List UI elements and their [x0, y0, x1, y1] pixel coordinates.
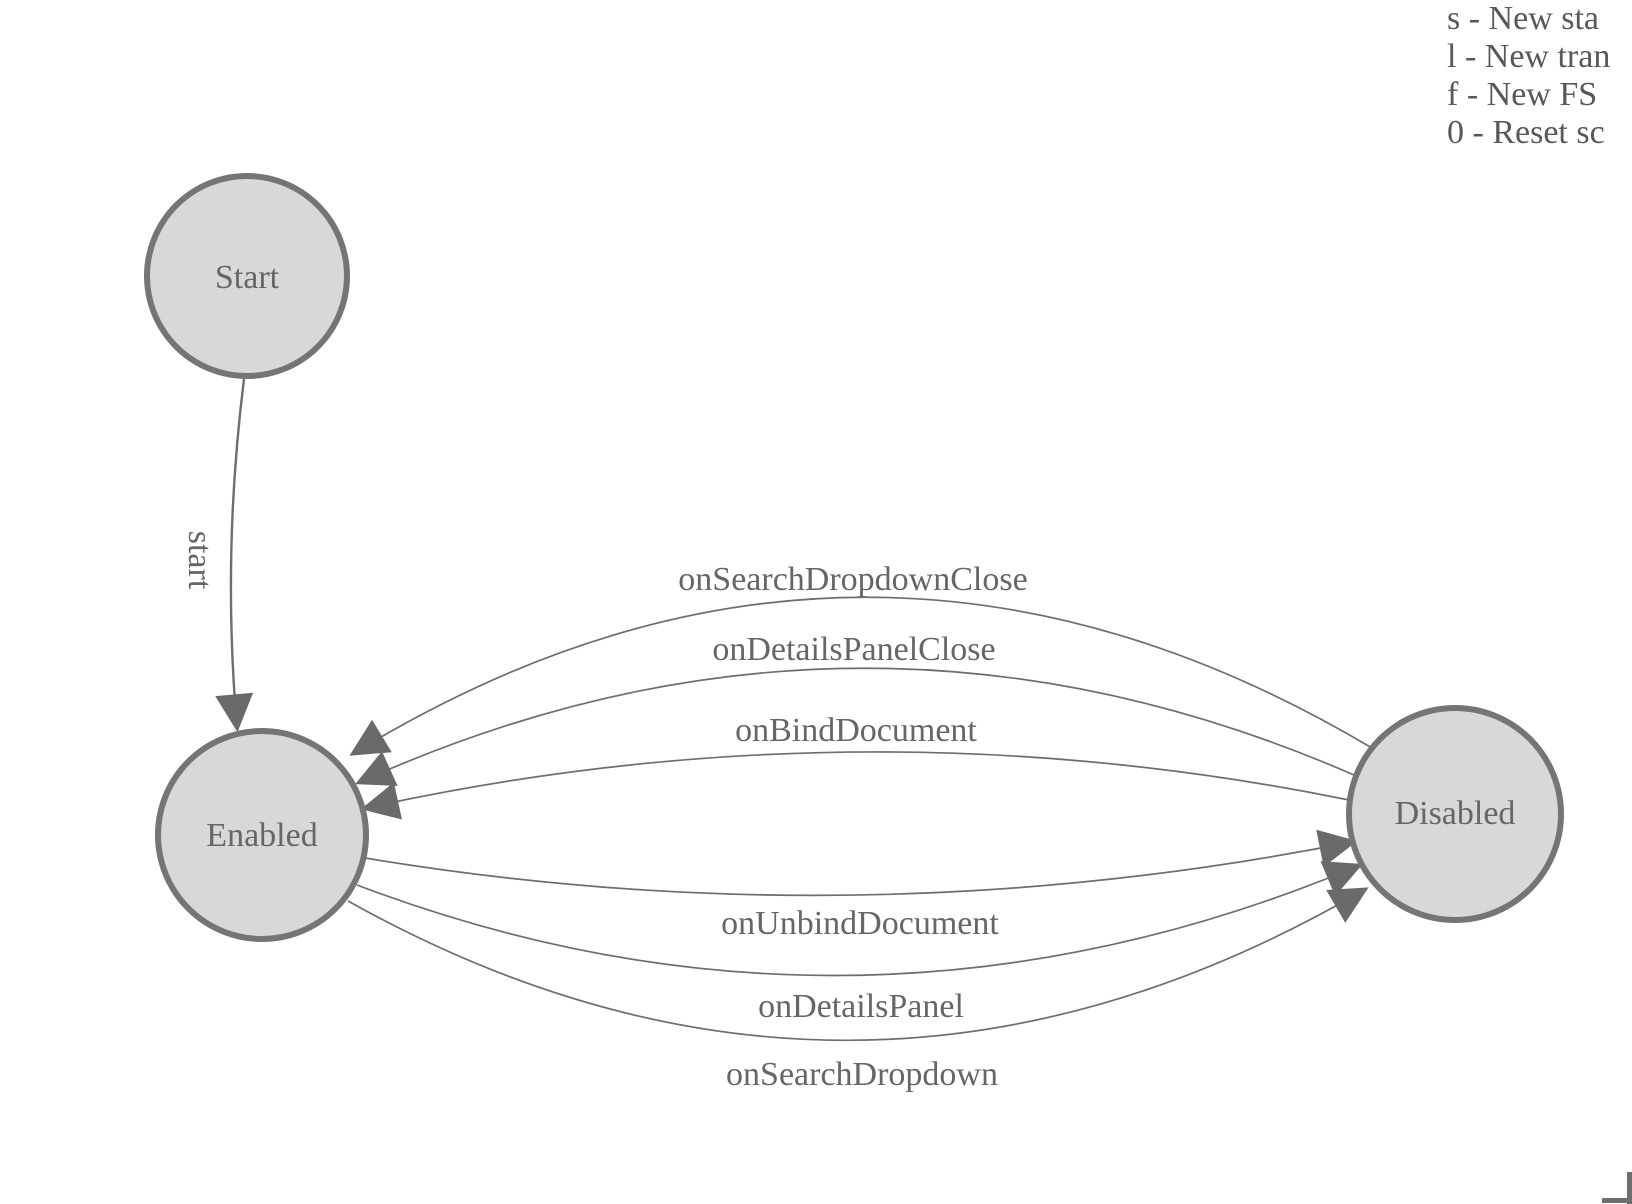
transition-edge-ondetailspanel[interactable] — [356, 861, 1363, 977]
state-node-start[interactable]: Start — [144, 173, 350, 379]
state-label-start: Start — [215, 259, 280, 296]
state-label-disabled: Disabled — [1395, 795, 1516, 832]
transition-edge-ondetailspanelclose[interactable] — [355, 667, 1355, 786]
legend-line-new-state: s - New sta — [1447, 0, 1599, 37]
transition-label-onunbinddocument: onUnbindDocument — [721, 905, 999, 942]
transition-label-start: start — [181, 531, 218, 590]
transition-label-ondetailspanel: onDetailsPanel — [758, 988, 964, 1025]
state-label-enabled: Enabled — [206, 817, 317, 854]
shortcuts-legend: s - New sta l - New tran f - New FS 0 - … — [1447, 0, 1610, 151]
transition-edge-start[interactable] — [215, 378, 254, 733]
transition-edge-onunbinddocument[interactable] — [364, 829, 1358, 897]
canvas-corner-border — [1602, 1172, 1632, 1204]
transition-label-onsearchdropdown: onSearchDropdown — [726, 1056, 998, 1093]
legend-line-reset-scale: 0 - Reset sc — [1447, 114, 1605, 151]
corner-border-vertical — [1627, 1172, 1632, 1204]
state-node-disabled[interactable]: Disabled — [1346, 705, 1564, 923]
state-node-enabled[interactable]: Enabled — [155, 728, 369, 942]
legend-line-new-transition: l - New tran — [1447, 38, 1610, 75]
transition-edge-onsearchdropdown[interactable] — [347, 887, 1369, 1042]
transition-label-onsearchdropdownclose: onSearchDropdownClose — [678, 561, 1027, 598]
transition-label-onbinddocument: onBindDocument — [735, 712, 977, 749]
transition-edge-onbinddocument[interactable] — [360, 751, 1350, 820]
corner-border-horizontal — [1602, 1198, 1632, 1203]
state-circle-enabled[interactable] — [155, 728, 369, 942]
transition-label-ondetailspanelclose: onDetailsPanelClose — [712, 631, 995, 668]
legend-line-new-fsm: f - New FS — [1447, 76, 1597, 113]
transition-edge-onsearchdropdownclose[interactable] — [349, 596, 1373, 756]
state-circle-disabled[interactable] — [1346, 705, 1564, 923]
state-circle-start[interactable] — [144, 173, 350, 379]
